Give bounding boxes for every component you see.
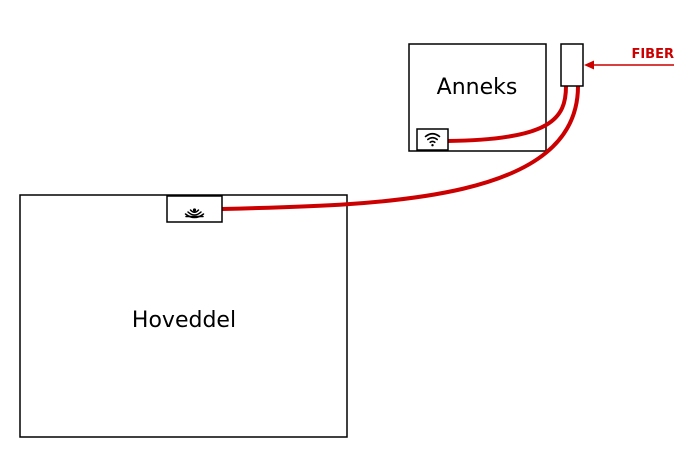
annex-device-box bbox=[416, 128, 449, 151]
main-building: Hoveddel bbox=[19, 194, 348, 438]
annex-label: Anneks bbox=[437, 75, 518, 100]
wifi-icon bbox=[424, 132, 441, 147]
annex-device bbox=[416, 128, 449, 151]
fiber-cable-annex bbox=[446, 85, 568, 143]
fiber-entry-box bbox=[560, 43, 584, 87]
main-device bbox=[166, 195, 223, 223]
main-label: Hoveddel bbox=[132, 308, 236, 333]
fiber-label: FIBER bbox=[631, 47, 674, 62]
fiber-cable-main bbox=[221, 85, 580, 211]
incoming-fiber-marker: FIBER bbox=[584, 47, 674, 70]
fiber-cables bbox=[221, 85, 580, 211]
main-outline bbox=[19, 194, 348, 438]
arrowhead-icon bbox=[584, 60, 594, 70]
signal-broadcast-icon bbox=[184, 208, 205, 219]
